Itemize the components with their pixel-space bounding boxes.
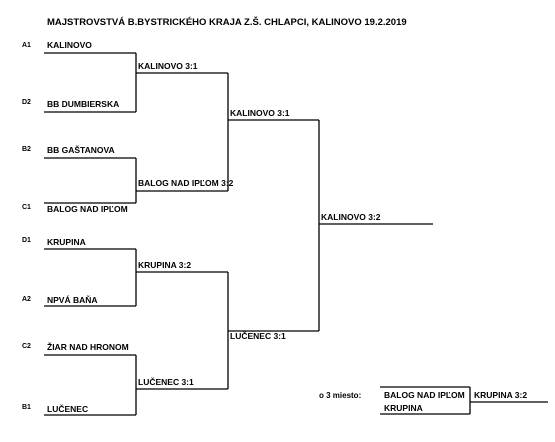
seed-label: A1 <box>22 42 31 49</box>
seed-label: C1 <box>22 204 31 211</box>
seed-label: B1 <box>22 404 31 411</box>
final-result: KALINOVO 3:2 <box>321 212 381 222</box>
team-name: KALINOVO <box>47 40 92 50</box>
match-result: LUČENEC 3:1 <box>230 331 286 341</box>
third-place-team: KRUPINA <box>384 403 423 413</box>
match-result: KALINOVO 3:1 <box>230 108 290 118</box>
team-name: BB DUMBIERSKA <box>47 99 120 109</box>
match-result: LUČENEC 3:1 <box>138 377 194 387</box>
seed-label: D2 <box>22 99 31 106</box>
third-place-team: BALOG NAD IPĽOM <box>384 390 465 400</box>
third-place-result: KRUPINA 3:2 <box>474 390 528 400</box>
match-result: BALOG NAD IPĽOM 3:2 <box>138 178 234 188</box>
team-name: KRUPINA <box>47 237 86 247</box>
team-name: LUČENEC <box>47 404 89 414</box>
team-name: BALOG NAD IPĽOM <box>47 204 128 214</box>
team-name: NPVÁ BAŇA <box>47 295 98 305</box>
seed-label: C2 <box>22 343 31 350</box>
seed-label: A2 <box>22 296 31 303</box>
team-name: ŽIAR NAD HRONOM <box>47 342 129 352</box>
third-place-label: o 3 miesto: <box>319 391 362 400</box>
seed-label: B2 <box>22 146 31 153</box>
page-title: MAJSTROVSTVÁ B.BYSTRICKÉHO KRAJA Z.Š. CH… <box>47 17 407 28</box>
team-name: BB GAŠTANOVA <box>47 145 115 155</box>
seed-label: D1 <box>22 237 31 244</box>
match-result: KRUPINA 3:2 <box>138 260 192 270</box>
match-result: KALINOVO 3:1 <box>138 61 198 71</box>
